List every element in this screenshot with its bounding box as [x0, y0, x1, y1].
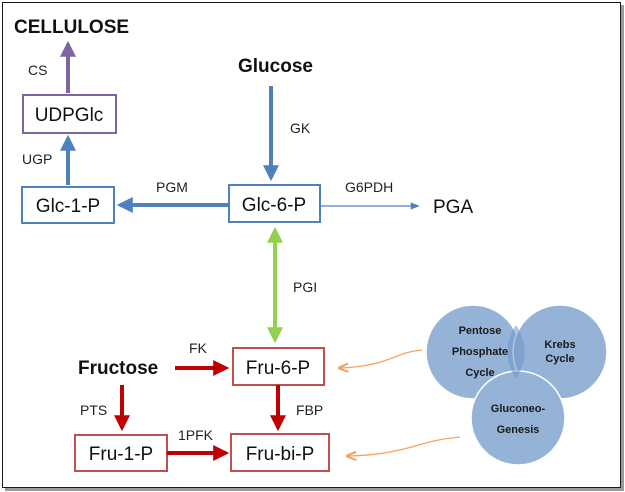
- enzyme-g6pdh: G6PDH: [345, 179, 393, 195]
- glc1p-label: Glc-1-P: [36, 196, 100, 217]
- enzyme-pts: PTS: [80, 402, 107, 418]
- fru6p-box: [232, 347, 325, 386]
- overlap-shade: [507, 325, 525, 379]
- enzyme-ugp: UGP: [22, 151, 52, 167]
- glc6p-label: Glc-6-P: [242, 195, 306, 216]
- glc6p-box: [228, 184, 321, 223]
- frubip-box: [230, 433, 330, 472]
- fructose-label: Fructose: [78, 358, 158, 379]
- fru6p-label: Fru-6-P: [246, 358, 310, 379]
- udpglc-box: [22, 94, 117, 134]
- cellulose-label: CELLULOSE: [14, 17, 129, 38]
- fru1p-box: [74, 434, 168, 472]
- cycle-to-frubip-arrow: [348, 436, 461, 456]
- enzyme-fbp: FBP: [296, 402, 323, 418]
- gluconeogenesis-circle: [470, 370, 566, 466]
- pga-label: PGA: [433, 197, 473, 218]
- enzyme-cs: CS: [28, 62, 47, 78]
- enzyme-gk: GK: [290, 120, 311, 136]
- gluco-line2: Genesis: [497, 424, 540, 436]
- krebs-line2: Cycle: [545, 353, 574, 365]
- pentose-line1: Pentose: [459, 325, 502, 337]
- glc1p-box: [21, 186, 115, 224]
- enzyme-fk: FK: [189, 340, 208, 356]
- gluco-line1: Gluconeo-: [491, 403, 546, 415]
- udpglc-label: UDPGlc: [35, 105, 104, 126]
- enzyme-pgi: PGI: [293, 279, 317, 295]
- frubip-label: Fru-bi-P: [246, 444, 315, 465]
- glucose-label: Glucose: [238, 56, 313, 77]
- fru1p-label: Fru-1-P: [89, 444, 153, 465]
- enzyme-pgm: PGM: [156, 179, 188, 195]
- cycle-to-fru6p-arrow: [340, 349, 423, 368]
- pentose-line2: Phosphate: [452, 346, 508, 358]
- pentose-line3: Cycle: [465, 367, 494, 379]
- enzyme-1pfk: 1PFK: [178, 427, 214, 443]
- krebs-line1: Krebs: [544, 339, 575, 351]
